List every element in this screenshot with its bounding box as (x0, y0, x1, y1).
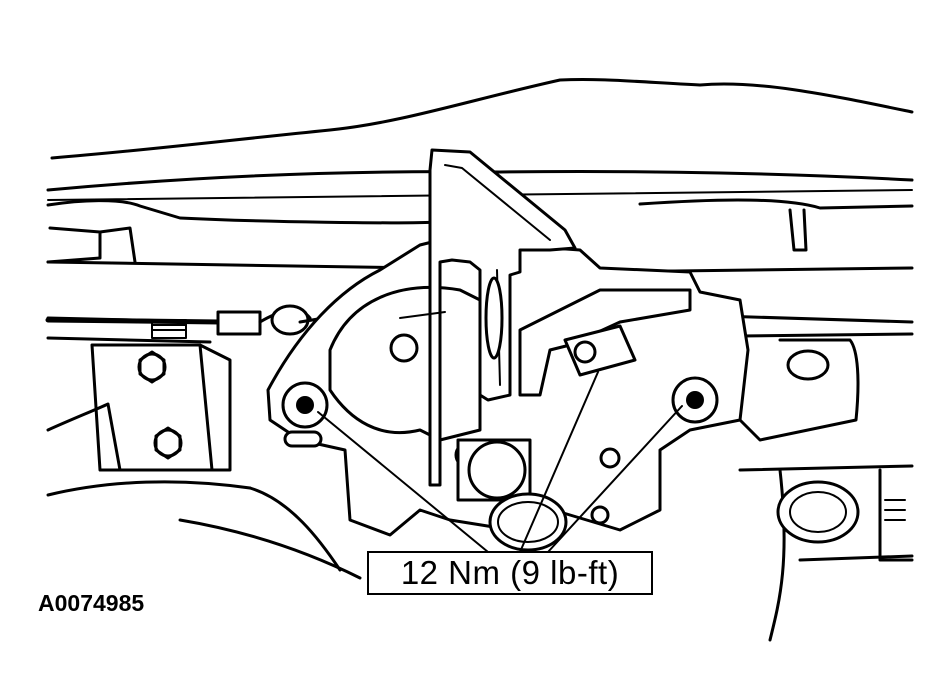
torque-label: 12 Nm (9 lb-ft) (400, 554, 620, 591)
figure-id: A0074985 (38, 590, 145, 616)
latch-pivot (456, 438, 568, 552)
callout-leaders (317, 371, 683, 553)
right-structure (738, 338, 914, 642)
safety-lever (399, 148, 692, 487)
left-bracket (90, 319, 232, 472)
torque-callout: 12 Nm (9 lb-ft) (367, 551, 653, 595)
lower-structure (46, 402, 362, 580)
